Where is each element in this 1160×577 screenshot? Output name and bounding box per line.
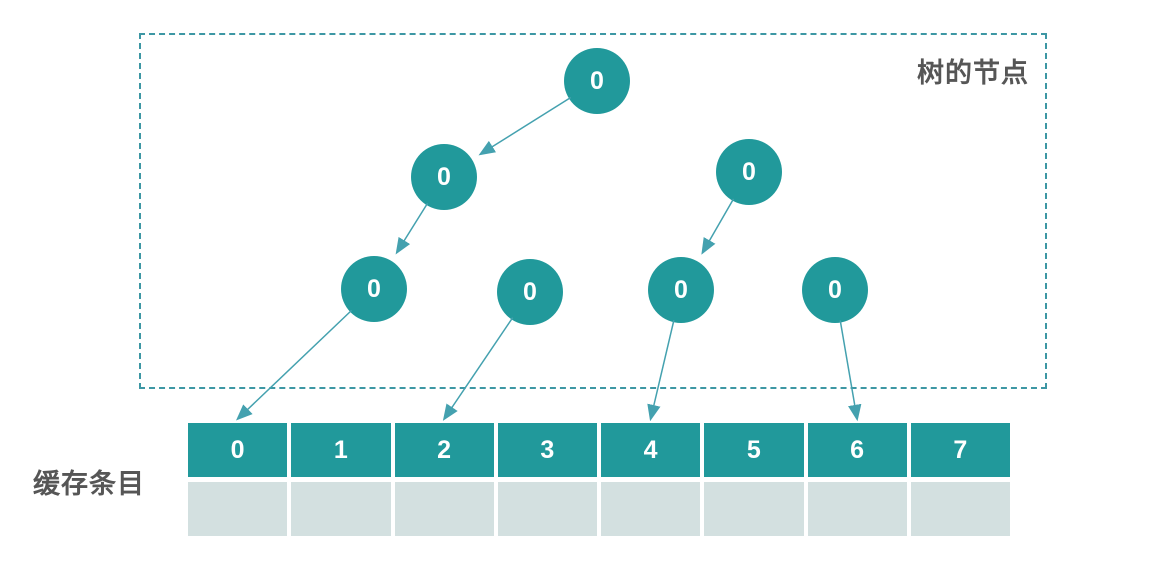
tree-node-label: 0	[523, 277, 537, 306]
tree-node-label: 0	[828, 275, 842, 304]
cache-cell-index-6: 6	[807, 423, 907, 477]
cache-cell-value-7	[910, 482, 1010, 536]
tree-node-leaf2: 0	[497, 259, 563, 325]
tree-node-label: 0	[590, 66, 604, 95]
cache-body-row	[188, 482, 1010, 536]
tree-node-leaf4: 0	[802, 257, 868, 323]
cache-cell-value-4	[601, 482, 701, 536]
tree-node-left: 0	[411, 144, 477, 210]
cache-cell-value-5	[704, 482, 804, 536]
tree-node-label: 0	[367, 274, 381, 303]
tree-node-right: 0	[716, 139, 782, 205]
cache-cell-index-3: 3	[497, 423, 597, 477]
tree-box-label: 树的节点	[917, 58, 1029, 88]
tree-node-root: 0	[564, 48, 630, 114]
cache-cell-index-7: 7	[910, 423, 1010, 477]
cache-cell-value-1	[291, 482, 391, 536]
cache-cell-value-2	[394, 482, 494, 536]
tree-node-leaf3: 0	[648, 257, 714, 323]
cache-entries-label: 缓存条目	[33, 469, 145, 499]
cache-cell-value-3	[497, 482, 597, 536]
cache-cell-index-1: 1	[291, 423, 391, 477]
cache-cell-value-0	[188, 482, 288, 536]
cache-cell-index-0: 0	[188, 423, 288, 477]
cache-cell-index-5: 5	[704, 423, 804, 477]
tree-node-label: 0	[674, 275, 688, 304]
tree-node-leaf1: 0	[341, 256, 407, 322]
cache-cell-value-6	[807, 482, 907, 536]
tree-node-label: 0	[742, 157, 756, 186]
tree-nodes-dashed-box: 树的节点	[139, 33, 1047, 389]
cache-cell-index-4: 4	[601, 423, 701, 477]
tree-node-label: 0	[437, 162, 451, 191]
cache-cell-index-2: 2	[394, 423, 494, 477]
